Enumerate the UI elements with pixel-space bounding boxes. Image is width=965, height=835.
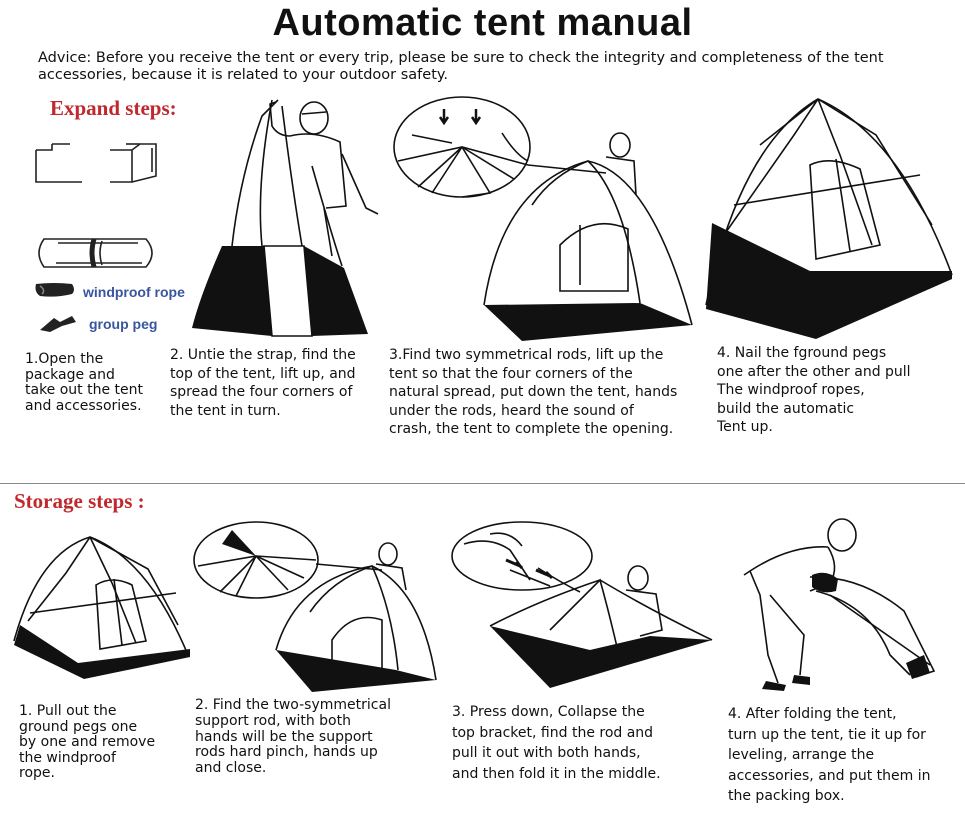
tent-bag-icon bbox=[38, 238, 153, 268]
lifting-tent-illustration bbox=[192, 99, 379, 337]
storage-step-3-text: 3. Press down, Collapse the top bracket,… bbox=[452, 704, 661, 782]
expand-step-2-text: 2. Untie the strap, find the top of the … bbox=[170, 347, 356, 419]
storage-step-1-text: 1. Pull out the ground pegs one by one a… bbox=[19, 703, 156, 781]
package-box-icon bbox=[35, 143, 157, 183]
expand-step-3-text: 3.Find two symmetrical rods, lift up the… bbox=[389, 347, 678, 437]
storage-step-2-text: 2. Find the two-symmetrical support rod,… bbox=[195, 697, 391, 777]
expand-steps-heading: Expand steps: bbox=[50, 96, 177, 120]
advice-text: Advice: Before you receive the tent or e… bbox=[38, 50, 884, 83]
storage-steps-heading: Storage steps : bbox=[14, 489, 145, 513]
windproof-rope-icon bbox=[35, 283, 74, 297]
expand-step-4-text: 4. Nail the fground pegs one after the o… bbox=[717, 345, 911, 435]
pinching-rods-illustration bbox=[193, 521, 437, 692]
section-divider bbox=[0, 483, 965, 484]
opening-tent-illustration bbox=[393, 96, 693, 341]
folding-tent-illustration bbox=[743, 518, 936, 691]
storage-step-4-text: 4. After folding the tent, turn up the t… bbox=[728, 706, 931, 804]
tent-pegs-removal-illustration bbox=[13, 536, 190, 679]
erected-tent-illustration bbox=[705, 98, 953, 339]
page-title: Automatic tent manual bbox=[272, 2, 693, 44]
expand-step-1-text: 1.Open the package and take out the tent… bbox=[25, 351, 144, 414]
windproof-rope-label: windproof rope bbox=[83, 284, 185, 300]
collapsing-tent-illustration bbox=[451, 521, 713, 688]
group-peg-icon bbox=[40, 316, 76, 332]
group-peg-label: group peg bbox=[89, 316, 158, 332]
